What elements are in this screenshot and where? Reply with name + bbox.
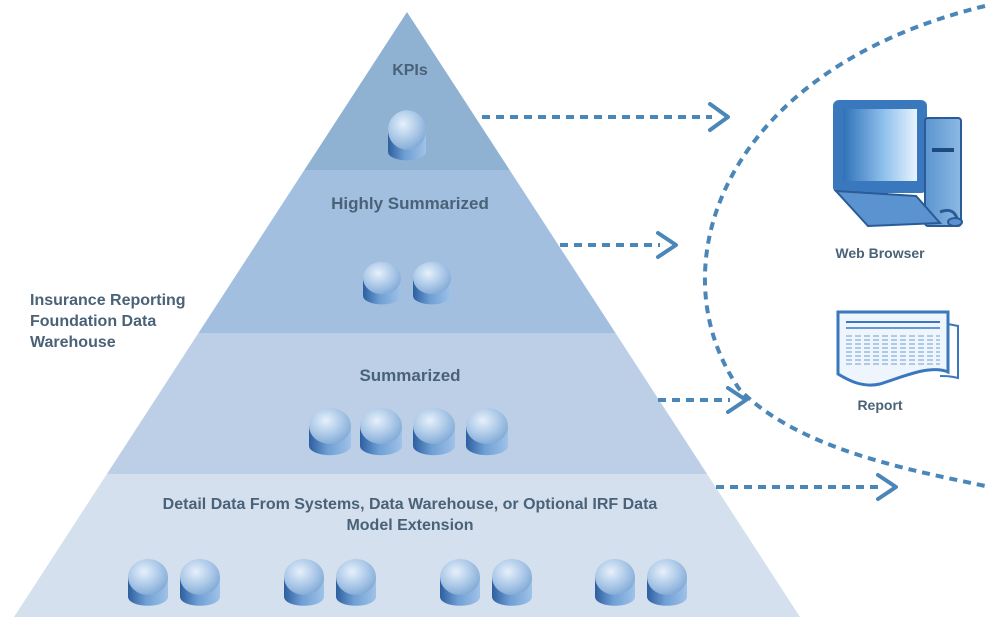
irf-warehouse-label: Insurance Reporting Foundation Data Ware… xyxy=(30,292,186,351)
web-browser-label: Web Browser xyxy=(835,245,925,261)
database-icon xyxy=(466,408,508,456)
arrow-kpi-head-icon xyxy=(708,102,730,132)
database-icon xyxy=(180,559,220,606)
database-icon xyxy=(284,559,324,606)
arrow-group xyxy=(482,102,898,501)
database-icon xyxy=(413,261,451,305)
tier-summarized xyxy=(106,333,708,474)
database-icon xyxy=(413,408,455,456)
database-icon xyxy=(492,559,532,606)
database-icon xyxy=(128,559,168,606)
database-icon xyxy=(360,408,402,456)
tier-kpi xyxy=(304,12,510,170)
database-icon xyxy=(388,110,426,161)
kpi-label: KPIs xyxy=(392,62,428,79)
database-icon xyxy=(440,559,480,606)
arrow-high-head-icon xyxy=(656,231,678,259)
database-icon xyxy=(336,559,376,606)
summarized-label: Summarized xyxy=(359,366,461,385)
arrow-detail-head-icon xyxy=(876,473,898,501)
database-icon xyxy=(309,408,351,456)
report-icon xyxy=(836,310,959,387)
tier-highly-summarized xyxy=(198,170,616,333)
arrow-sum-head-icon xyxy=(726,386,748,414)
computer-icon xyxy=(833,100,963,228)
database-icon xyxy=(363,261,401,305)
database-icon xyxy=(595,559,635,606)
report-label: Report xyxy=(857,397,903,413)
database-icon xyxy=(647,559,687,606)
consumer-boundary-arc xyxy=(702,4,991,489)
detail-data-label: Detail Data From Systems, Data Warehouse… xyxy=(162,496,658,534)
highly-summarized-label: Highly Summarized xyxy=(331,194,489,213)
